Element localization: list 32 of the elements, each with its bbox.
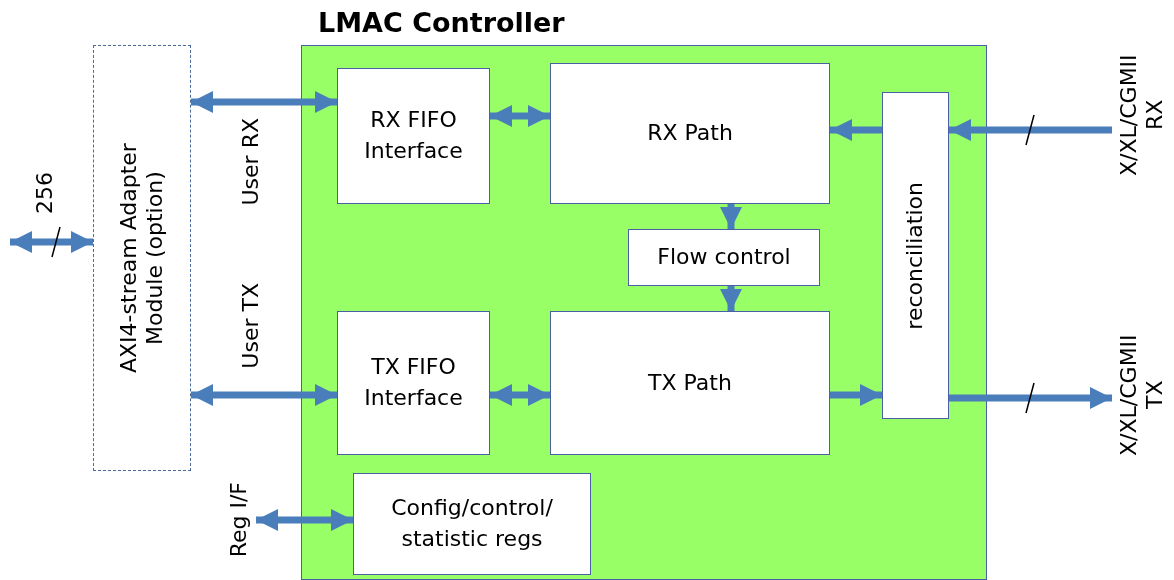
arrow [720,204,742,229]
process-box [337,68,490,204]
process-box [882,92,949,419]
arrow [830,119,882,141]
block-label: TX FIFO Interface [363,353,464,412]
process-box [550,63,830,204]
block-label: reconciliation [902,181,929,330]
port-label: User TX [238,283,264,369]
double-arrow [191,91,337,113]
double-arrow [191,384,337,406]
block-title: LMAC Controller [318,6,565,40]
double-arrow [490,384,550,406]
double-arrow [490,105,550,127]
block-label: Flow control [657,243,791,272]
block-label: RX FIFO Interface [363,106,464,165]
optional-module-box [93,45,191,471]
double-arrow [256,509,353,531]
bus-width-label: 256 [32,172,58,214]
interface-label: Reg I/F [225,482,252,558]
process-box [550,311,830,455]
arrow [720,286,742,311]
block-label: TX Path [648,368,732,397]
interface-label: X/XL/CGMII RX [1115,53,1168,178]
process-box [353,473,591,575]
block-label: Config/control/ statistic regs [390,494,554,553]
port-label: User RX [238,118,264,206]
block-label: AXI4-stream Adapter Module (option) [115,142,168,375]
block-label: RX Path [647,119,733,148]
arrow [830,384,882,406]
interface-label: X/XL/CGMII TX [1115,333,1168,458]
process-box [337,311,490,455]
process-box [628,229,820,286]
